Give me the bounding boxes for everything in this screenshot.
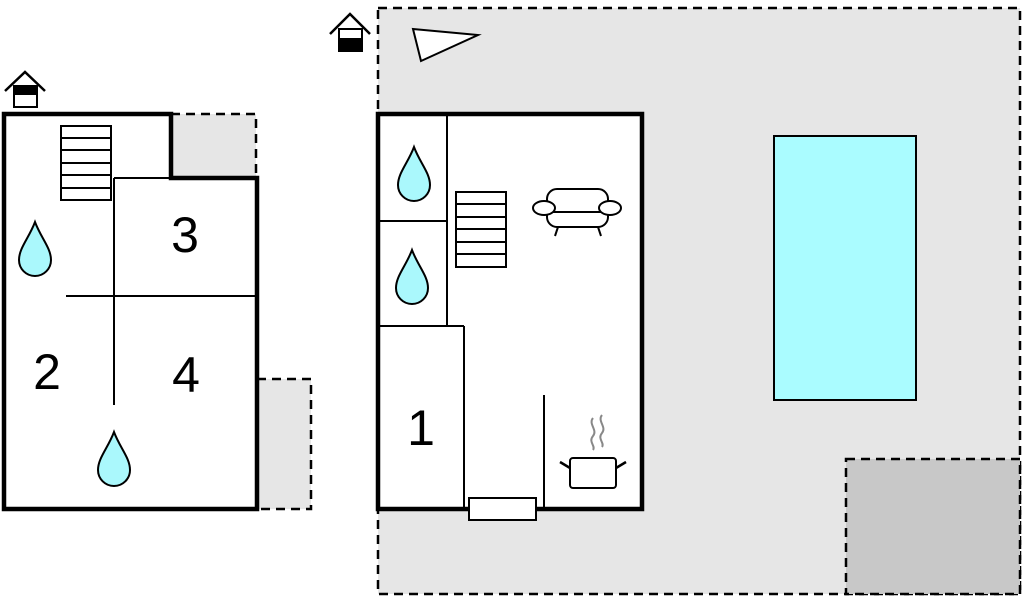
- cooking-pot-icon: [559, 414, 627, 489]
- upper-floor-balcony-top: [169, 112, 258, 180]
- water-drop-icon: [396, 144, 432, 202]
- ground-floor-plan: 1: [375, 111, 645, 512]
- upper-floor-plan: 3 2 4: [1, 111, 260, 512]
- room-number-3: 3: [171, 207, 199, 263]
- parking-area: [844, 457, 1022, 596]
- house-icon: [4, 70, 46, 108]
- entrance-step: [468, 497, 537, 521]
- water-drop-icon: [96, 429, 132, 487]
- room-number-2: 2: [33, 344, 61, 400]
- house-icon: [329, 12, 371, 52]
- water-drop-icon: [17, 219, 53, 277]
- room-number-1: 1: [407, 400, 435, 456]
- stairs-icon: [455, 191, 507, 268]
- room-number-4: 4: [172, 347, 200, 403]
- water-drop-icon: [394, 247, 430, 305]
- stairs-icon: [60, 125, 112, 201]
- pool-icon: [773, 135, 917, 401]
- north-arrow-icon: [411, 27, 482, 63]
- upper-floor-balcony-side: [255, 377, 313, 511]
- sofa-icon: [532, 188, 622, 237]
